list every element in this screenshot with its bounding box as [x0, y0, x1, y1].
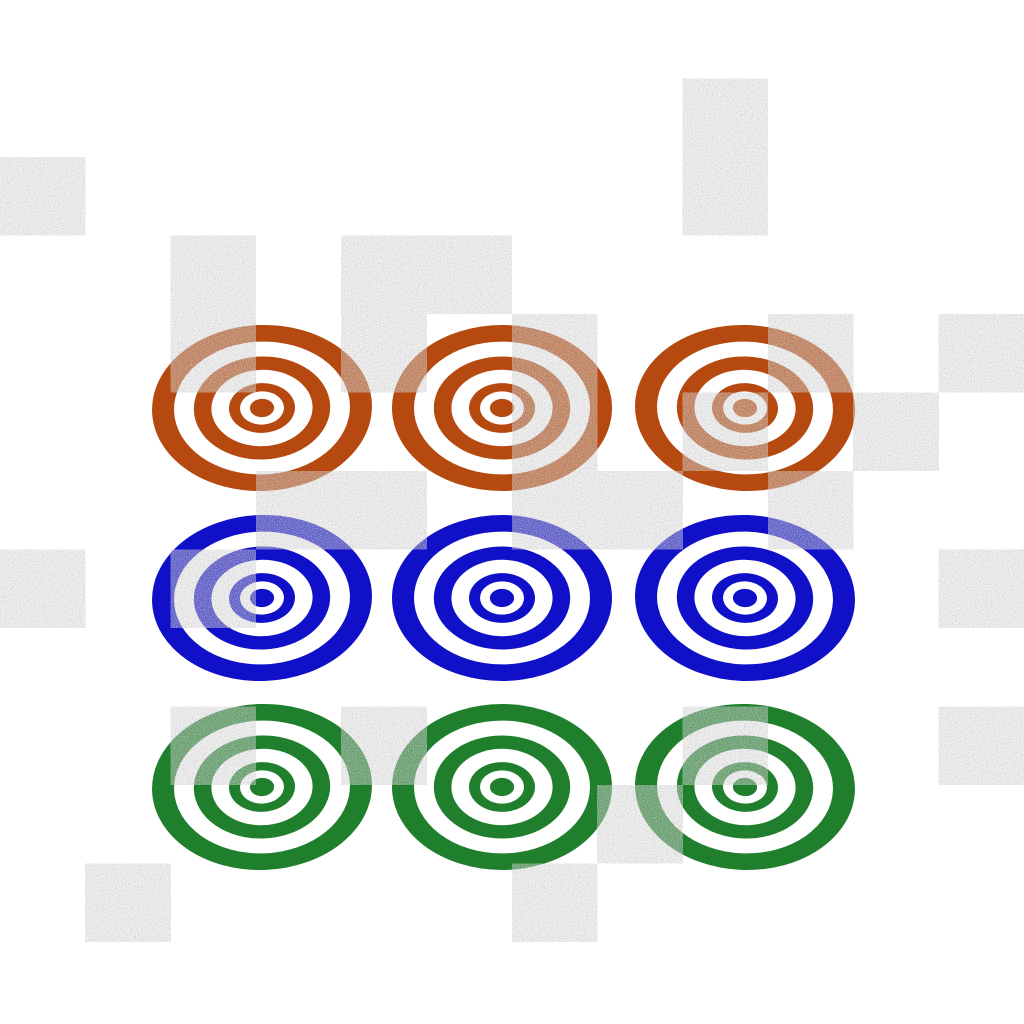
target-blue-3	[635, 514, 855, 682]
target-color-ring	[489, 777, 515, 797]
noise-tile	[341, 706, 427, 785]
target-color-ring	[489, 398, 515, 418]
noise-tile	[768, 314, 854, 393]
noise-tile	[512, 471, 683, 550]
noise-tile	[853, 392, 939, 471]
target-color-ring	[732, 588, 758, 608]
noise-tile	[938, 314, 1024, 393]
noise-tile	[512, 314, 598, 471]
noise-tiles-layer	[0, 78, 1024, 942]
noise-tile	[341, 235, 512, 314]
target-color-ring	[489, 588, 515, 608]
noise-tile	[597, 785, 683, 864]
noise-tile	[512, 863, 598, 942]
noise-tile	[938, 549, 1024, 628]
noise-tile	[682, 706, 768, 785]
noise-tile	[768, 471, 854, 550]
noise-tile	[341, 314, 427, 393]
noise-tile	[0, 157, 86, 236]
target-color-ring	[249, 398, 275, 418]
noise-tile	[682, 392, 768, 471]
noise-tile	[170, 549, 256, 628]
noise-tile	[682, 78, 768, 236]
noise-tile	[85, 863, 171, 942]
noise-tile	[0, 549, 86, 628]
noise-tile	[170, 235, 256, 393]
noise-tile	[170, 706, 256, 785]
noise-tile	[938, 706, 1024, 785]
target-blue-2	[392, 515, 612, 681]
noise-tile	[256, 471, 427, 550]
target-green-2	[392, 704, 612, 870]
